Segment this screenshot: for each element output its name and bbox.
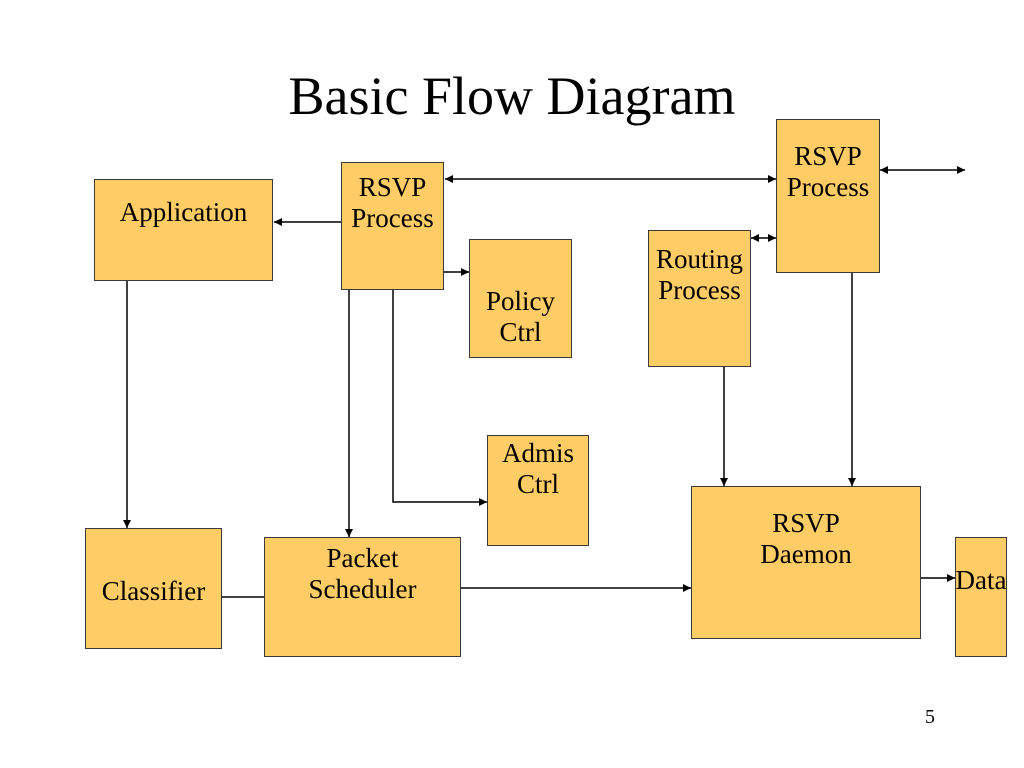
node-data-label: Data	[955, 565, 1007, 595]
node-classifier-label: Classifier	[101, 576, 206, 606]
node-rsvp-process-host: RSVP Process	[341, 162, 444, 290]
node-application-label: Application	[119, 197, 248, 227]
node-packet-scheduler: Packet Scheduler	[264, 537, 461, 657]
node-rsvp-process-router: RSVP Process	[776, 119, 880, 273]
node-application: Application	[94, 179, 273, 281]
node-policy-ctrl-label: Policy Ctrl	[485, 286, 555, 347]
node-admis-ctrl-label: Admis Ctrl	[501, 438, 574, 499]
node-policy-ctrl: Policy Ctrl	[469, 239, 572, 358]
node-routing-process-label: Routing Process	[655, 244, 743, 305]
node-rsvp-daemon: RSVP Daemon	[691, 486, 921, 639]
arrow-rsvp-to-admis	[392, 290, 487, 506]
node-classifier: Classifier	[85, 528, 222, 649]
node-packet-scheduler-label: Packet Scheduler	[308, 543, 417, 604]
slide-title: Basic Flow Diagram	[288, 66, 736, 126]
node-admis-ctrl: Admis Ctrl	[487, 435, 589, 546]
node-routing-process: Routing Process	[648, 230, 751, 367]
page-number: 5	[925, 706, 935, 728]
node-rsvp-process-router-label: RSVP Process	[786, 141, 870, 202]
node-rsvp-daemon-label: RSVP Daemon	[760, 508, 852, 569]
node-rsvp-process-host-label: RSVP Process	[351, 172, 434, 233]
node-data: Data	[955, 537, 1007, 657]
